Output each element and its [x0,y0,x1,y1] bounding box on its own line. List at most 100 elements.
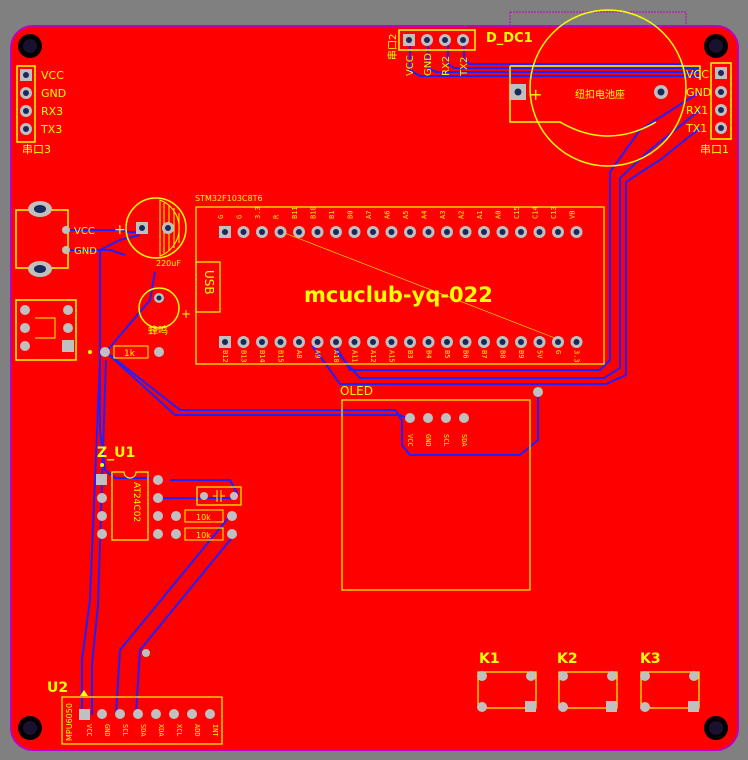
oled-module [341,387,543,591]
uart2-header [398,29,476,51]
mcu-pin-label: A6 [384,211,392,219]
battery-ref: D_DC1 [486,31,533,46]
mcu-pin-label: A7 [365,211,373,219]
battery-plus: + [529,85,542,104]
mcu-pin-label: C13 [550,206,558,219]
mcu-pin-label: A4 [421,211,429,219]
mcu-pin-label: B5 [443,350,451,358]
mcu-pin-label: B9 [517,350,525,358]
uart2-pin-rx2: RX2 [441,56,452,76]
mcu-pad-hole [536,229,543,235]
mcu-pad-hole [444,229,450,235]
mcu-pad-hole [240,229,247,235]
mcu-pin-label: A11 [351,350,359,363]
mcu-pad-hole [351,229,358,235]
mcu-pin-label: B11 [291,206,299,219]
mcu-pad-hole [222,229,228,235]
mcu-pad-hole [333,339,339,345]
mcu-pad-hole [314,229,321,235]
mcu-pad-hole [573,229,580,235]
mpu-pin1-marker [80,690,88,696]
mcu-pad-hole [481,339,487,345]
mcu-pad-hole [388,229,395,235]
oled-pin-sda: SDA [460,434,468,447]
coin-battery-holder [509,9,701,167]
mcu-pad-hole [277,229,284,235]
oled-ref: OLED [340,384,373,398]
uart2-pin-gnd: GND [423,53,434,76]
mcu-pin-label: A3 [439,211,447,219]
eeprom-res1-label: 10k [196,513,211,522]
mcu-pad-hole [518,229,524,235]
uart2-pin-vcc: VCC [405,55,416,76]
mcu-pin-label: G [236,215,244,219]
mcu-pad-hole [407,339,413,345]
eeprom-res2-label: 10k [196,531,211,540]
board-outline [10,25,739,751]
resistor-1k [88,345,164,359]
mcu-pad-hole [277,339,284,345]
mcu-pin-label: 3.3 [573,350,581,363]
mcu-pin-label: A10 [332,350,340,363]
mcu-pin-label: A2 [458,211,466,219]
mcu-pin-label: B7 [480,350,488,358]
mcu-pad-hole [518,339,524,345]
mpu-chip-label: MPU6050 [65,703,74,741]
mcu-pad-hole [333,229,339,235]
key-k3-label: K3 [640,651,661,667]
mcu-pin-label: B1 [328,211,336,219]
mcu-pad-hole [573,339,580,345]
mcu-pad-hole [259,229,265,235]
mcu-pad-hole [370,339,376,345]
uart1-pin-gnd: GND [686,86,711,99]
uart1-pin-tx1: TX1 [685,122,707,135]
mcu-pad-hole [444,339,450,345]
mcu-pin-label: B14 [258,350,266,363]
mcu-pad-hole [536,339,543,345]
mcu-pad-hole [314,339,321,345]
mcu-pad-hole [425,229,432,235]
mcu-pin-label: B0 [347,211,355,219]
buzzer-plus: + [181,307,191,321]
mcu-pad-hole [555,339,561,345]
mpu-pin-xda: XDA [157,724,165,737]
uart1-pin-rx1: RX1 [686,104,708,117]
jack-pin-gnd: GND [74,246,97,257]
mcu-pad-hole [462,339,469,345]
mpu-pin-xcl: XCL [175,724,183,737]
uart3-pin-tx3: TX3 [40,123,62,136]
mpu-via [142,649,150,657]
mpu-pin-add: ADD [193,724,201,737]
mounting-holes [18,34,728,740]
uart2-label: 串口2 [387,34,399,60]
mcu-pad-hole [425,339,432,345]
mcu-pin-label: B4 [425,350,433,358]
key-k1 [477,671,537,712]
mcu-pin-label: B3 [406,350,414,358]
mcu-pad-hole [481,229,487,235]
board-title: mcuclub-yq-022 [304,283,493,307]
mcu-pin-label: A0 [495,211,503,219]
capacitor-label: 220uF [156,259,181,268]
mcu-pin-label: R [273,214,281,219]
mcu-pad-hole [222,339,228,345]
mcu-module [195,206,605,365]
eeprom-ref: Z_U1 [97,445,135,461]
electrolytic-capacitor [125,197,187,259]
key-k2 [558,671,618,712]
mcu-pad-hole [462,229,469,235]
mpu-pin-sda: SDA [139,724,147,737]
uart3-pin-gnd: GND [41,87,66,100]
mcu-pad-hole [259,339,265,345]
mcu-pin-label: A5 [402,211,410,219]
mcu-pad-hole [499,229,506,235]
mcu-pin-label: C14 [532,206,540,219]
mcu-pad-hole [296,229,302,235]
usb-label: USB [202,270,216,295]
battery-overhang-mark [509,11,687,27]
uart1-label: 串口1 [700,143,729,156]
eeprom-bypass-cap [196,486,242,506]
mcu-pin-label: G [554,350,562,354]
